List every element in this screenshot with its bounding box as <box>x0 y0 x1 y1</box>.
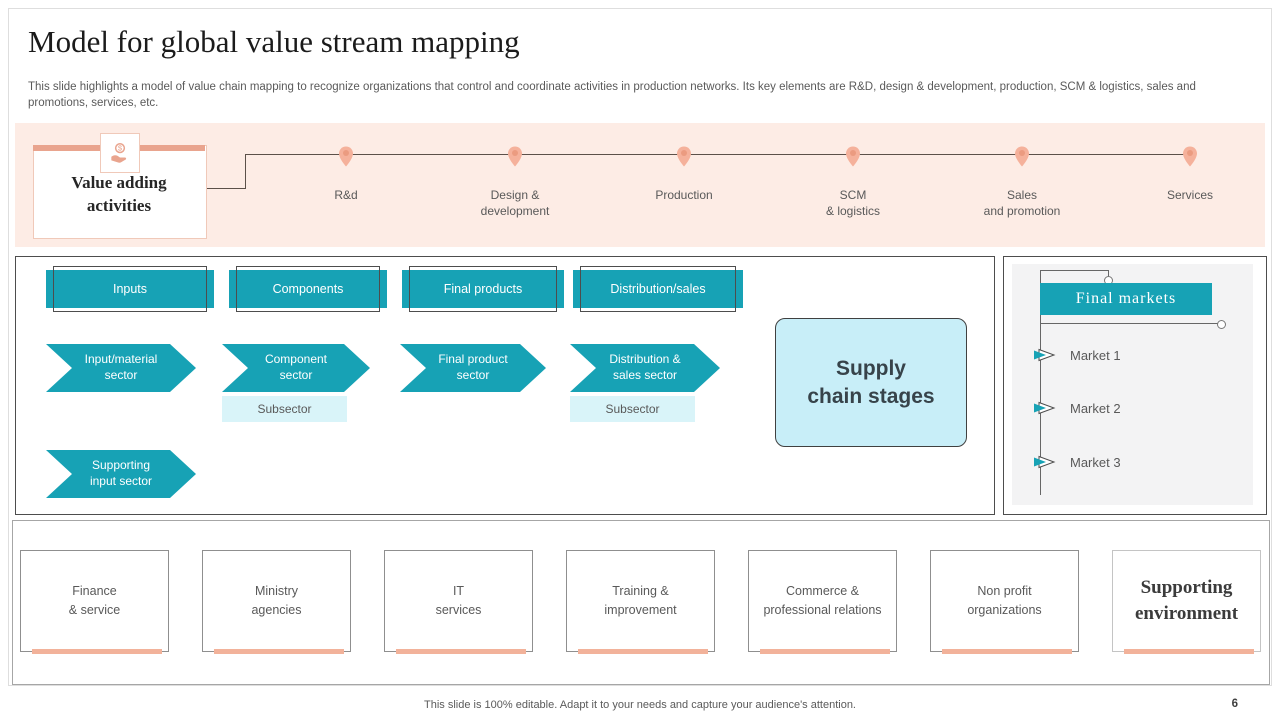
env-finance-service: Finance & service <box>20 550 169 654</box>
market-row: Market 2 <box>1032 398 1232 418</box>
map-pin-icon <box>339 146 353 167</box>
timeline-line <box>245 154 1190 155</box>
final-markets-title: Final markets <box>1040 283 1212 315</box>
markets-horizontal-line <box>1040 323 1219 324</box>
markets-vertical-line <box>1040 270 1041 495</box>
svg-text:$: $ <box>118 144 123 153</box>
connector-elbow-horizontal <box>205 188 246 189</box>
timeline-stage-services: Services <box>1166 188 1213 202</box>
map-pin-icon <box>846 146 860 167</box>
market-row: Market 3 <box>1032 452 1232 472</box>
connector-node-icon <box>1217 320 1226 329</box>
timeline-stage-rd: R&d <box>334 188 358 202</box>
timeline-stage-production: Production <box>655 188 713 202</box>
connector-elbow-vertical <box>245 154 246 189</box>
env-ministry-agencies: Ministry agencies <box>202 550 351 654</box>
env-training-improvement: Training & improvement <box>566 550 715 654</box>
slide-description: This slide highlights a model of value c… <box>28 81 1196 110</box>
market-arrow-icon <box>1034 348 1056 362</box>
hand-coin-icon: $ <box>100 133 140 173</box>
timeline-stage-scm: SCM & logistics <box>825 188 881 219</box>
final-markets-bracket <box>1040 270 1109 280</box>
market-label: Market 3 <box>1070 454 1121 470</box>
supporting-environment-title: Supporting environment <box>1112 550 1261 654</box>
timeline-stage-sales: Sales and promotion <box>983 188 1061 219</box>
subsector-distribution: Subsector <box>570 396 695 422</box>
market-label: Market 2 <box>1070 400 1121 416</box>
value-adding-band <box>15 123 1265 247</box>
map-pin-icon <box>1183 146 1197 167</box>
env-commerce-relations: Commerce & professional relations <box>748 550 897 654</box>
supply-chain-stages-box: Supply chain stages <box>775 318 967 447</box>
value-adding-label: Value adding activities <box>71 173 167 215</box>
env-nonprofit-organizations: Non profit organizations <box>930 550 1079 654</box>
header-final-products: Final products <box>402 266 564 312</box>
page-number: 6 <box>1231 698 1238 710</box>
subsector-component: Subsector <box>222 396 347 422</box>
market-arrow-icon <box>1034 455 1056 469</box>
market-row: Market 1 <box>1032 345 1232 365</box>
arrow-distribution-sales-sector: Distribution & sales sector <box>570 344 720 392</box>
map-pin-icon <box>1015 146 1029 167</box>
timeline-stage-design: Design & development <box>480 188 550 219</box>
env-it-services: IT services <box>384 550 533 654</box>
slide-frame <box>8 8 1272 686</box>
header-inputs: Inputs <box>46 266 214 312</box>
footer-note: This slide is 100% editable. Adapt it to… <box>424 699 856 711</box>
market-label: Market 1 <box>1070 347 1121 363</box>
header-distribution-sales: Distribution/sales <box>573 266 743 312</box>
map-pin-icon <box>508 146 522 167</box>
header-components: Components <box>229 266 387 312</box>
market-arrow-icon <box>1034 401 1056 415</box>
page-title: Model for global value stream mapping <box>28 24 520 59</box>
map-pin-icon <box>677 146 691 167</box>
